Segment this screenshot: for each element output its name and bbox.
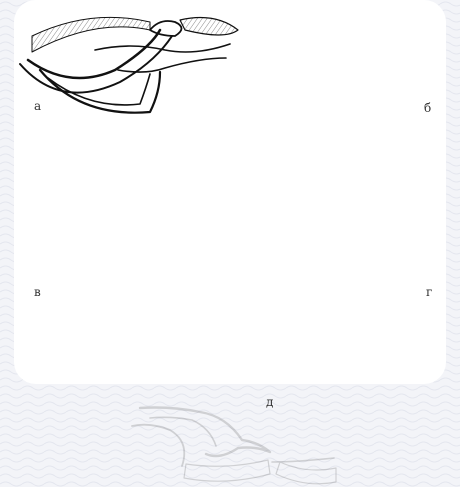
label-d: д — [266, 396, 273, 408]
label-b: б — [424, 102, 431, 114]
label-g: г — [426, 286, 432, 298]
label-a: а — [34, 100, 41, 112]
label-v: в — [34, 286, 41, 298]
